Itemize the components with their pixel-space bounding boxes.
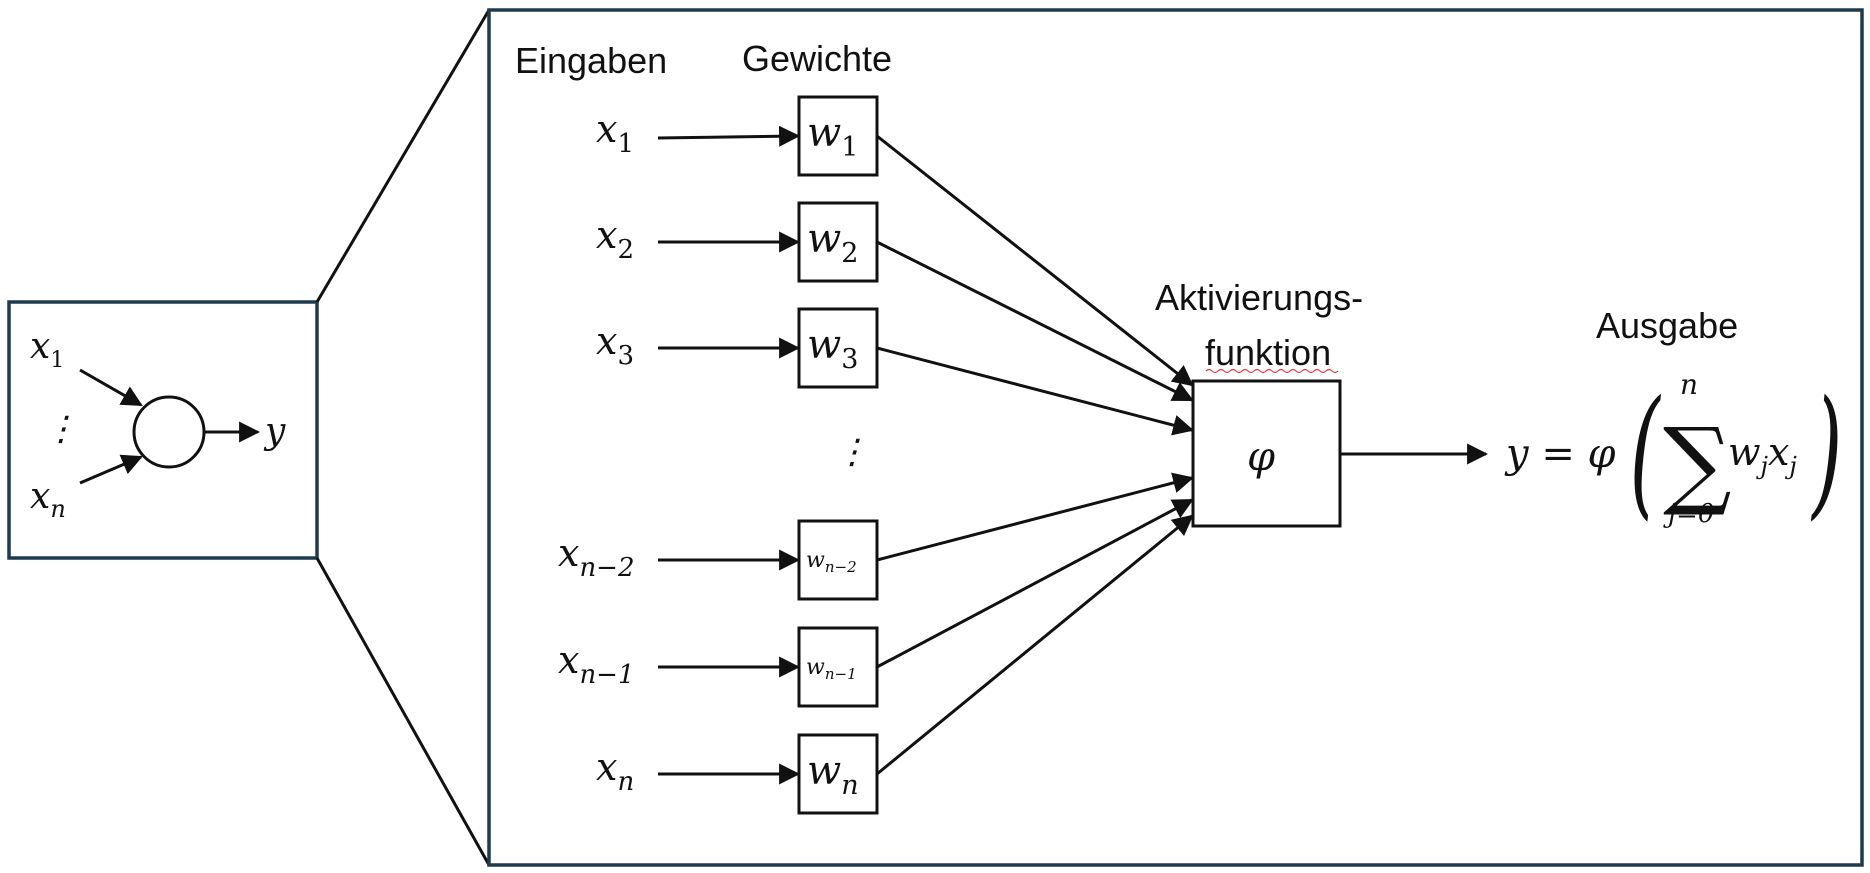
output-formula: y = φ ( ∑ n j=0 wjxj ) <box>1504 368 1842 533</box>
input-label: xn−1 <box>558 638 635 690</box>
mini-arrow-in-1 <box>79 368 143 407</box>
weight-connection <box>876 134 1194 387</box>
input-arrow <box>657 125 801 147</box>
activation-symbol: φ <box>1247 434 1275 480</box>
weight-box <box>797 733 879 815</box>
weight-label: w1 <box>807 110 858 163</box>
input-label: xn <box>596 745 634 797</box>
input-label: x2 <box>596 213 634 265</box>
formula-sum-symbol: ∑ <box>1663 407 1732 519</box>
row-4: xn−2 wn−2 <box>558 472 1195 601</box>
weight-connection <box>876 240 1194 402</box>
weight-label: w2 <box>807 216 858 269</box>
weight-connection <box>876 472 1195 562</box>
mini-dots: ⋮ <box>44 409 78 449</box>
mini-neuron-node <box>132 395 206 469</box>
weight-connection <box>876 498 1194 669</box>
mini-output: y <box>263 411 286 452</box>
row-2: x2 w2 <box>596 201 1194 402</box>
header-weights: Gewichte <box>742 38 892 79</box>
formula-paren-open: ( <box>1630 370 1662 534</box>
mini-input-first: x1 <box>30 326 64 373</box>
mini-arrow-in-n <box>79 454 143 485</box>
input-label: x3 <box>596 319 634 371</box>
weight-box <box>797 201 879 283</box>
weight-label: w3 <box>807 322 858 375</box>
formula-lhs: y = φ <box>1504 431 1616 477</box>
header-activation-line1: Aktivierungs- <box>1155 277 1363 318</box>
row-5: xn−1 wn−1 <box>558 498 1194 708</box>
row-6: xn wn <box>596 514 1194 815</box>
weight-connection <box>876 346 1195 436</box>
formula-paren-close: ) <box>1811 370 1842 534</box>
middle-dots: ⋮ <box>835 432 869 472</box>
mini-neuron-frame <box>7 300 319 560</box>
weight-connection <box>876 514 1194 776</box>
zoom-line-top <box>315 9 491 303</box>
input-label: xn−2 <box>558 531 635 583</box>
formula-term: wjxj <box>1728 430 1797 480</box>
header-inputs: Eingaben <box>515 40 667 81</box>
weight-label: wn−2 <box>806 548 857 576</box>
input-label: x1 <box>596 107 634 159</box>
weight-box <box>797 626 879 708</box>
weight-box <box>797 519 879 601</box>
row-3: x3 w3 <box>596 307 1195 436</box>
detail-frame <box>487 8 1864 867</box>
activation-box <box>1191 379 1342 528</box>
spellcheck-underline <box>1205 368 1339 374</box>
input-weight-rows: x1 w1 x2 w2 x3 w3 xn−2 wn−2 xn−1 wn−1 xn wn <box>558 95 1195 815</box>
zoom-line-bottom <box>315 557 491 866</box>
header-output: Ausgabe <box>1596 305 1738 346</box>
header-activation-line2: funktion <box>1205 332 1331 373</box>
row-1: x1 w1 <box>596 95 1194 387</box>
mini-input-last: xn <box>30 476 66 523</box>
weight-label: wn−1 <box>806 655 857 683</box>
weight-label: wn <box>807 748 859 801</box>
formula-sum-lower: j=0 <box>1663 499 1714 529</box>
formula-sum-upper: n <box>1680 368 1698 401</box>
